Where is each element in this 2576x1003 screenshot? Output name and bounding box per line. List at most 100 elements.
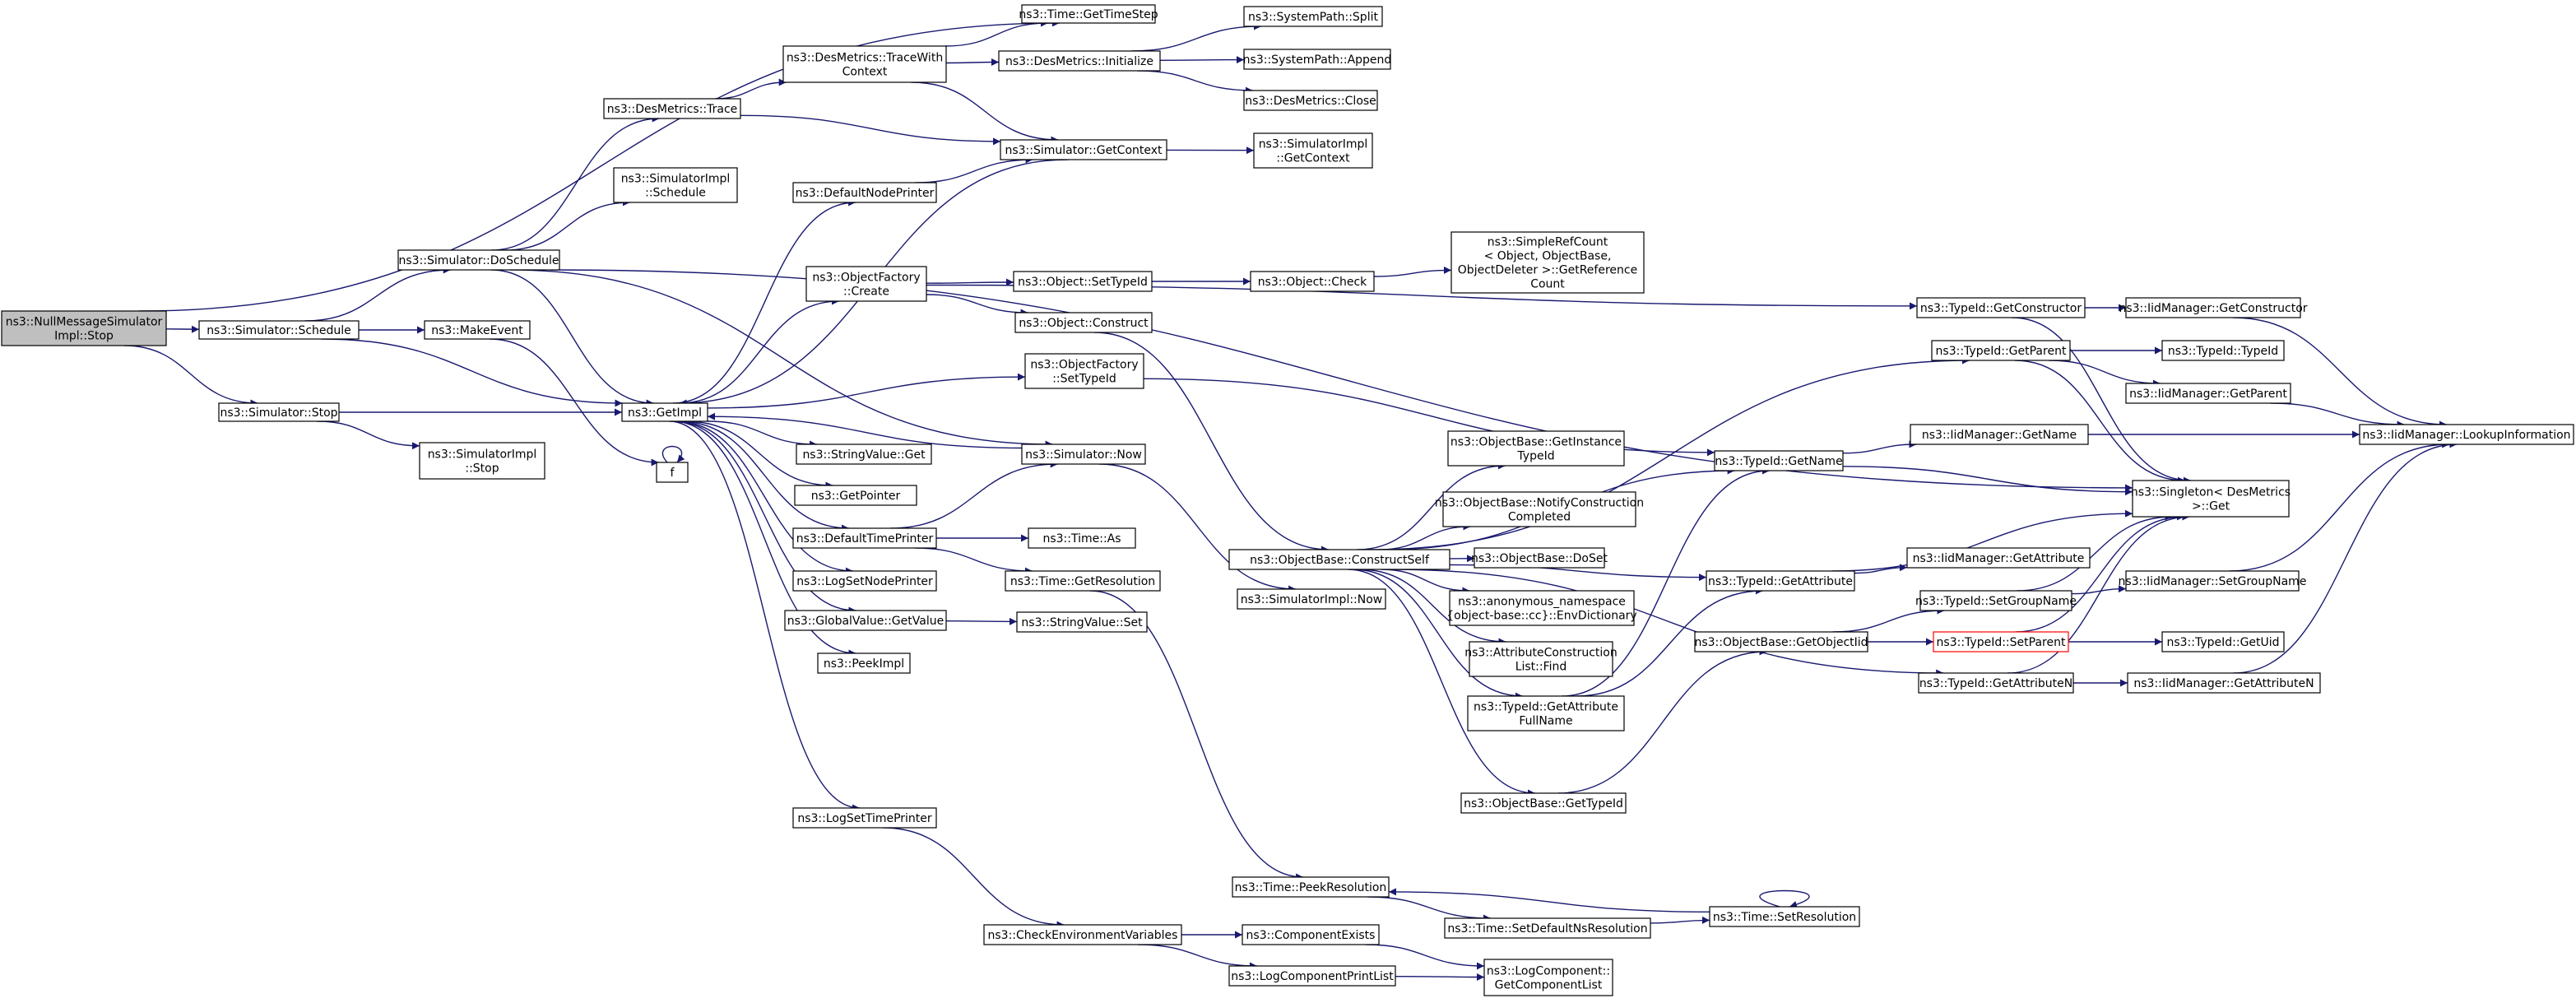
node-label: ns3::Singleton< DesMetrics [2131, 486, 2291, 499]
node-logsetnodeprinter[interactable]: ns3::LogSetNodePrinter [793, 571, 936, 591]
node-label: ::Stop [465, 462, 499, 476]
node-label: ns3::Time::PeekResolution [1235, 881, 1387, 894]
node-sim-now[interactable]: ns3::Simulator::Now [1022, 444, 1145, 464]
node-time-peekresolution[interactable]: ns3::Time::PeekResolution [1232, 877, 1389, 897]
node-label: FullName [1519, 715, 1572, 728]
node-time-gettimestep[interactable]: ns3::Time::GetTimeStep [1019, 5, 1158, 23]
node-label: ns3::Object::SetTypeId [1018, 276, 1148, 289]
node-time-setdefaultns[interactable]: ns3::Time::SetDefaultNsResolution [1445, 918, 1650, 938]
node-f[interactable]: f [657, 462, 688, 482]
node-componentexists[interactable]: ns3::ComponentExists [1242, 925, 1379, 945]
node-label: ns3::AttributeConstruction [1464, 647, 1617, 660]
node-label: ns3::Object::Construct [1019, 317, 1149, 330]
node-typeid-getconstructor[interactable]: ns3::TypeId::GetConstructor [1917, 298, 2085, 318]
node-typeid-getuid[interactable]: ns3::TypeId::GetUid [2162, 632, 2284, 652]
node-defaulttimeprinter[interactable]: ns3::DefaultTimePrinter [793, 528, 936, 548]
node-label: ns3::LogComponentPrintList [1231, 970, 1394, 983]
node-simimpl-stop[interactable]: ns3::SimulatorImpl::Stop [420, 443, 545, 479]
node-defaultnodeprinter[interactable]: ns3::DefaultNodePrinter [793, 183, 936, 202]
call-edge-time_setresolution-to-time_peekresolution [1389, 892, 1710, 912]
call-edge-objectbase_constructself-to-anon_envdict [1381, 569, 1469, 591]
node-sim-getcontext[interactable]: ns3::Simulator::GetContext [1000, 140, 1167, 160]
node-desmetrics-trace[interactable]: ns3::DesMetrics::Trace [604, 99, 740, 118]
node-typeid-setgroupname[interactable]: ns3::TypeId::SetGroupName [1915, 591, 2077, 611]
node-label: ns3::TypeId::GetParent [1936, 345, 2067, 358]
node-objectbase-getobjectiid[interactable]: ns3::ObjectBase::GetObjectIid [1694, 632, 1868, 652]
node-label: ns3::TypeId::GetAttributeN [1919, 677, 2072, 690]
node-stringvalue-set[interactable]: ns3::StringValue::Set [1017, 612, 1147, 632]
node-iid-lookupinformation[interactable]: ns3::IidManager::LookupInformation [2360, 425, 2574, 444]
node-typeid-getname[interactable]: ns3::TypeId::GetName [1715, 451, 1843, 471]
node-time-getresolution[interactable]: ns3::Time::GetResolution [1005, 571, 1160, 591]
node-iid-getattributen[interactable]: ns3::IidManager::GetAttributeN [2128, 673, 2320, 693]
node-label: ns3::Simulator::Stop [220, 406, 337, 420]
node-typeid-getattribute[interactable]: ns3::TypeId::GetAttribute [1706, 571, 1854, 591]
node-label: ns3::SimulatorImpl::Now [1241, 593, 1383, 606]
node-logsettimeprinter[interactable]: ns3::LogSetTimePrinter [793, 808, 936, 828]
node-logcomponent-getlist[interactable]: ns3::LogComponent::GetComponentList [1484, 959, 1613, 996]
node-typeid-typeid[interactable]: ns3::TypeId::TypeId [2162, 341, 2284, 360]
call-edge-getimpl-to-defaulttimeprinter [680, 421, 849, 528]
node-getpointer[interactable]: ns3::GetPointer [795, 485, 917, 505]
node-typeid-setparent[interactable]: ns3::TypeId::SetParent [1933, 632, 2068, 652]
node-systempath-append[interactable]: ns3::SystemPath::Append [1243, 49, 1392, 69]
node-label: ns3::DesMetrics::TraceWith [787, 52, 943, 65]
node-logcomponentprintlist[interactable]: ns3::LogComponentPrintList [1229, 966, 1395, 986]
node-label: Completed [1508, 511, 1571, 524]
node-sim-stop[interactable]: ns3::Simulator::Stop [219, 403, 339, 421]
node-desmetrics-initialize[interactable]: ns3::DesMetrics::Initialize [999, 51, 1160, 71]
node-object-construct[interactable]: ns3::Object::Construct [1015, 313, 1152, 332]
node-simimpl-getcontext[interactable]: ns3::SimulatorImpl::GetContext [1254, 133, 1372, 168]
node-label: ns3::IidManager::GetAttribute [1913, 552, 2085, 565]
node-simimpl-now[interactable]: ns3::SimulatorImpl::Now [1237, 589, 1385, 609]
node-peekimpl[interactable]: ns3::PeekImpl [818, 653, 910, 673]
node-label: ns3::StringValue::Get [802, 448, 926, 462]
node-label: ns3::LogSetNodePrinter [796, 575, 933, 588]
node-object-settypeid[interactable]: ns3::Object::SetTypeId [1014, 272, 1152, 291]
node-object-check[interactable]: ns3::Object::Check [1251, 272, 1374, 291]
node-iid-setgroupname[interactable]: ns3::IidManager::SetGroupName [2119, 571, 2307, 591]
call-edge-root-to-sim_stop [124, 346, 258, 403]
node-systempath-split[interactable]: ns3::SystemPath::Split [1244, 7, 1382, 26]
node-label: ns3::DesMetrics::Initialize [1005, 55, 1153, 68]
node-globalvalue-getvalue[interactable]: ns3::GlobalValue::GetValue [785, 611, 946, 630]
call-edge-getimpl-to-defaultnodeprinter [673, 202, 856, 403]
node-label: ns3::GlobalValue::GetValue [787, 615, 944, 628]
node-sim-schedule[interactable]: ns3::Simulator::Schedule [199, 321, 359, 339]
node-label: {object-base::cc}::EnvDictionary [1446, 610, 1636, 623]
node-objectbase-doset[interactable]: ns3::ObjectBase::DoSet [1471, 548, 1608, 568]
node-iid-getattribute[interactable]: ns3::IidManager::GetAttribute [1907, 548, 2090, 568]
node-label: ns3::TypeId::TypeId [2168, 345, 2278, 358]
node-checkenv[interactable]: ns3::CheckEnvironmentVariables [984, 925, 1181, 945]
node-objectbase-constructself[interactable]: ns3::ObjectBase::ConstructSelf [1229, 550, 1450, 569]
node-objectfactory-settypeid[interactable]: ns3::ObjectFactory::SetTypeId [1025, 354, 1144, 388]
node-iid-getname[interactable]: ns3::IidManager::GetName [1910, 425, 2088, 444]
node-anon-envdict[interactable]: ns3::anonymous_namespace{object-base::cc… [1446, 591, 1636, 625]
node-typeid-getparent[interactable]: ns3::TypeId::GetParent [1932, 341, 2070, 360]
node-label: ns3::Object::Check [1258, 276, 1367, 289]
node-objectfactory-create[interactable]: ns3::ObjectFactory::Create [806, 267, 926, 301]
node-stringvalue-get[interactable]: ns3::StringValue::Get [796, 444, 931, 464]
node-label: Count [1530, 278, 1565, 291]
node-iid-getconstructor[interactable]: ns3::IidManager::GetConstructor [2119, 298, 2307, 318]
node-makeevent[interactable]: ns3::MakeEvent [425, 321, 530, 339]
node-objectbase-gettypeid[interactable]: ns3::ObjectBase::GetTypeId [1461, 793, 1626, 813]
node-simimpl-schedule[interactable]: ns3::SimulatorImpl::Schedule [614, 168, 737, 202]
node-singleton-get[interactable]: ns3::Singleton< DesMetrics>::Get [2131, 481, 2291, 517]
node-getimpl[interactable]: ns3::GetImpl [622, 403, 708, 421]
node-simplerefcount[interactable]: ns3::SimpleRefCount< Object, ObjectBase,… [1451, 232, 1644, 293]
node-label: ns3::NullMessageSimulator [6, 316, 163, 329]
node-desmetrics-close[interactable]: ns3::DesMetrics::Close [1244, 91, 1377, 110]
node-iid-getparent[interactable]: ns3::IidManager::GetParent [2126, 383, 2291, 403]
node-time-setresolution[interactable]: ns3::Time::SetResolution [1710, 907, 1859, 926]
node-time-as[interactable]: ns3::Time::As [1028, 528, 1135, 548]
node-sim-doschedule[interactable]: ns3::Simulator::DoSchedule [398, 250, 559, 270]
node-objectbase-notify[interactable]: ns3::ObjectBase::NotifyConstructionCompl… [1435, 492, 1644, 527]
node-typeid-getattributen[interactable]: ns3::TypeId::GetAttributeN [1919, 673, 2073, 693]
